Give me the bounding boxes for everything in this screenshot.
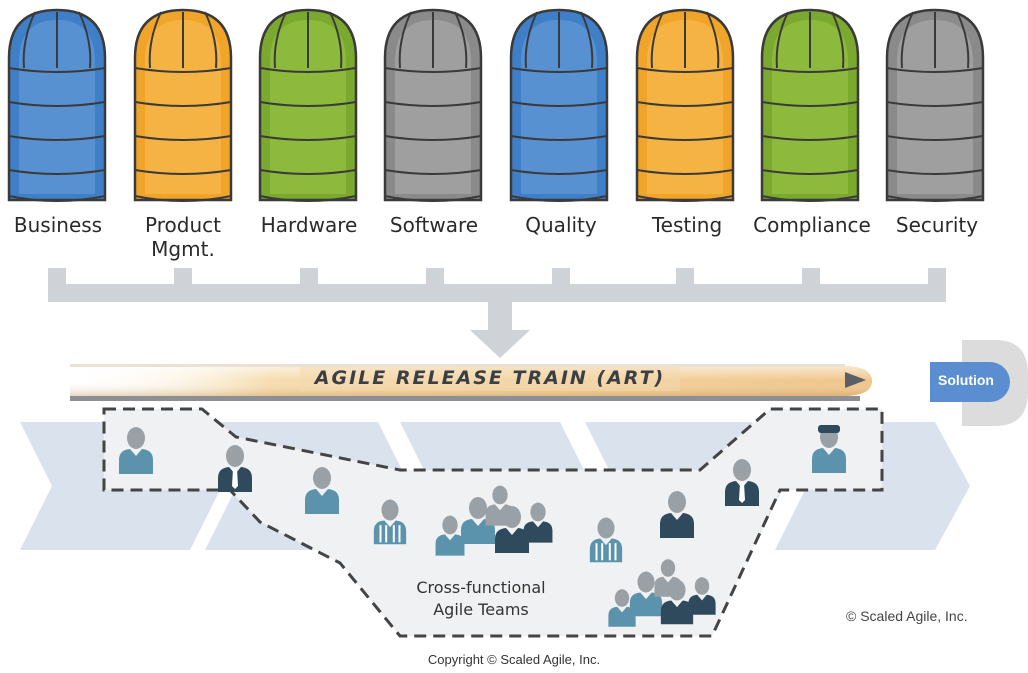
silo-product-mgmt <box>133 8 233 202</box>
solution-label: Solution <box>938 372 994 388</box>
silo-label-product-mgmt: Product Mgmt. <box>118 213 248 261</box>
silo-label-quality: Quality <box>525 213 597 237</box>
silo-compliance <box>760 8 860 202</box>
silo-security <box>885 8 985 202</box>
copyright-bottom: Copyright © Scaled Agile, Inc. <box>427 652 601 667</box>
copyright-right: © Scaled Agile, Inc. <box>846 608 968 624</box>
person-icon <box>660 579 694 625</box>
silo-label-hardware: Hardware <box>260 213 358 237</box>
person-icon <box>812 425 846 473</box>
silo-label-security: Security <box>895 213 979 237</box>
person-icon <box>660 491 694 538</box>
silo-label-business: Business <box>13 213 103 237</box>
silo-testing <box>635 8 735 202</box>
person-icon <box>725 459 759 506</box>
silo-business <box>7 8 107 202</box>
person-icon <box>435 515 465 556</box>
silo-row <box>7 8 985 202</box>
person-icon <box>495 506 529 553</box>
agile-release-train <box>70 364 872 401</box>
person-icon <box>608 589 636 627</box>
art-title: AGILE RELEASE TRAIN (ART) <box>314 367 666 389</box>
down-arrow-icon <box>470 302 530 358</box>
silo-quality <box>509 8 609 202</box>
silo-software <box>383 8 483 202</box>
teams-caption: Cross-functional Agile Teams <box>386 577 576 621</box>
silo-label-software: Software <box>389 213 479 237</box>
person-icon <box>119 427 153 474</box>
silo-label-compliance: Compliance <box>753 213 871 237</box>
person-icon <box>523 502 553 543</box>
person-icon <box>589 517 623 563</box>
person-icon <box>218 445 252 492</box>
teams-caption-line2: Agile Teams <box>433 600 529 619</box>
person-icon <box>629 571 663 617</box>
silo-label-product-line2: Mgmt. <box>151 237 215 261</box>
person-icon <box>688 577 716 615</box>
people-group <box>119 425 846 627</box>
solution-block <box>930 340 1028 426</box>
connector-bracket <box>48 268 946 358</box>
person-icon <box>305 467 339 514</box>
person-icon <box>373 499 407 545</box>
teams-caption-line1: Cross-functional <box>416 578 546 597</box>
silo-label-product-line1: Product <box>145 213 221 237</box>
silo-hardware <box>258 8 358 202</box>
silo-label-testing: Testing <box>651 213 723 237</box>
